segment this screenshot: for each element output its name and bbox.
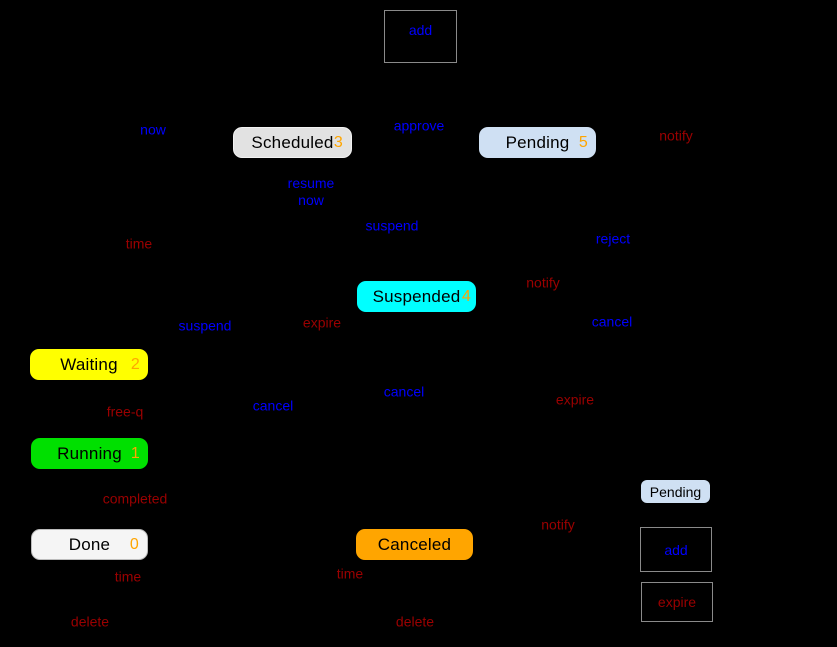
- state-count: 4: [461, 287, 471, 305]
- state-label: Scheduled: [251, 132, 334, 152]
- edge-label-expire-1: expire: [302, 314, 342, 331]
- edge-label-expire-2: expire: [555, 391, 595, 408]
- state-canceled: Canceled: [356, 529, 473, 560]
- edge-label-notify-3: notify: [541, 516, 575, 533]
- state-running: Running 1: [31, 438, 148, 469]
- edge-label-time-3: time: [336, 565, 364, 582]
- edge-label-free-q: free-q: [106, 403, 144, 420]
- legend-action-sample: add: [640, 527, 712, 572]
- state-label: Pending: [505, 132, 570, 152]
- edge-label-reject: reject: [595, 230, 631, 247]
- edge-label-delete-2: delete: [395, 613, 435, 630]
- edge-label-delete-1: delete: [70, 613, 110, 630]
- state-label: Done: [68, 534, 111, 554]
- state-label: Running: [57, 443, 122, 463]
- edge-label-notify-2: notify: [526, 274, 560, 291]
- edge-label-resume-now: resume now: [287, 175, 335, 208]
- state-scheduled: Scheduled 3: [233, 127, 352, 158]
- state-done: Done 0: [31, 529, 148, 560]
- state-count: 0: [129, 535, 139, 553]
- node-add-entry: add: [384, 10, 457, 63]
- state-count: 1: [130, 444, 140, 462]
- legend-state-label: Pending: [649, 483, 702, 500]
- edge-label-suspend-2: suspend: [178, 317, 232, 334]
- state-waiting: Waiting 2: [30, 349, 148, 380]
- state-label: Waiting: [60, 354, 118, 374]
- state-count: 3: [333, 133, 343, 151]
- edge-label-time-2: time: [114, 568, 142, 585]
- edge-label-cancel-1: cancel: [591, 313, 633, 330]
- node-add-label: add: [408, 22, 433, 38]
- state-label: Suspended: [372, 286, 461, 306]
- state-label: Canceled: [377, 534, 452, 554]
- state-count: 2: [130, 355, 140, 373]
- state-pending: Pending 5: [479, 127, 596, 158]
- legend-event-label: expire: [657, 594, 697, 610]
- legend-action-label: add: [664, 541, 688, 558]
- edge-label-cancel-3: cancel: [252, 397, 294, 414]
- edge-label-completed: completed: [102, 490, 168, 507]
- edge-label-time-1: time: [125, 235, 153, 252]
- state-suspended: Suspended 4: [357, 281, 476, 312]
- edge-label-now: now: [140, 121, 166, 138]
- edge-label-notify-1: notify: [659, 127, 693, 144]
- edge-label-cancel-2: cancel: [383, 383, 425, 400]
- state-count: 5: [578, 133, 588, 151]
- legend-event-sample: expire: [641, 582, 713, 622]
- edge-label-suspend-1: suspend: [365, 217, 419, 234]
- edge-label-approve: approve: [393, 117, 445, 134]
- legend-state-sample: Pending: [641, 480, 710, 503]
